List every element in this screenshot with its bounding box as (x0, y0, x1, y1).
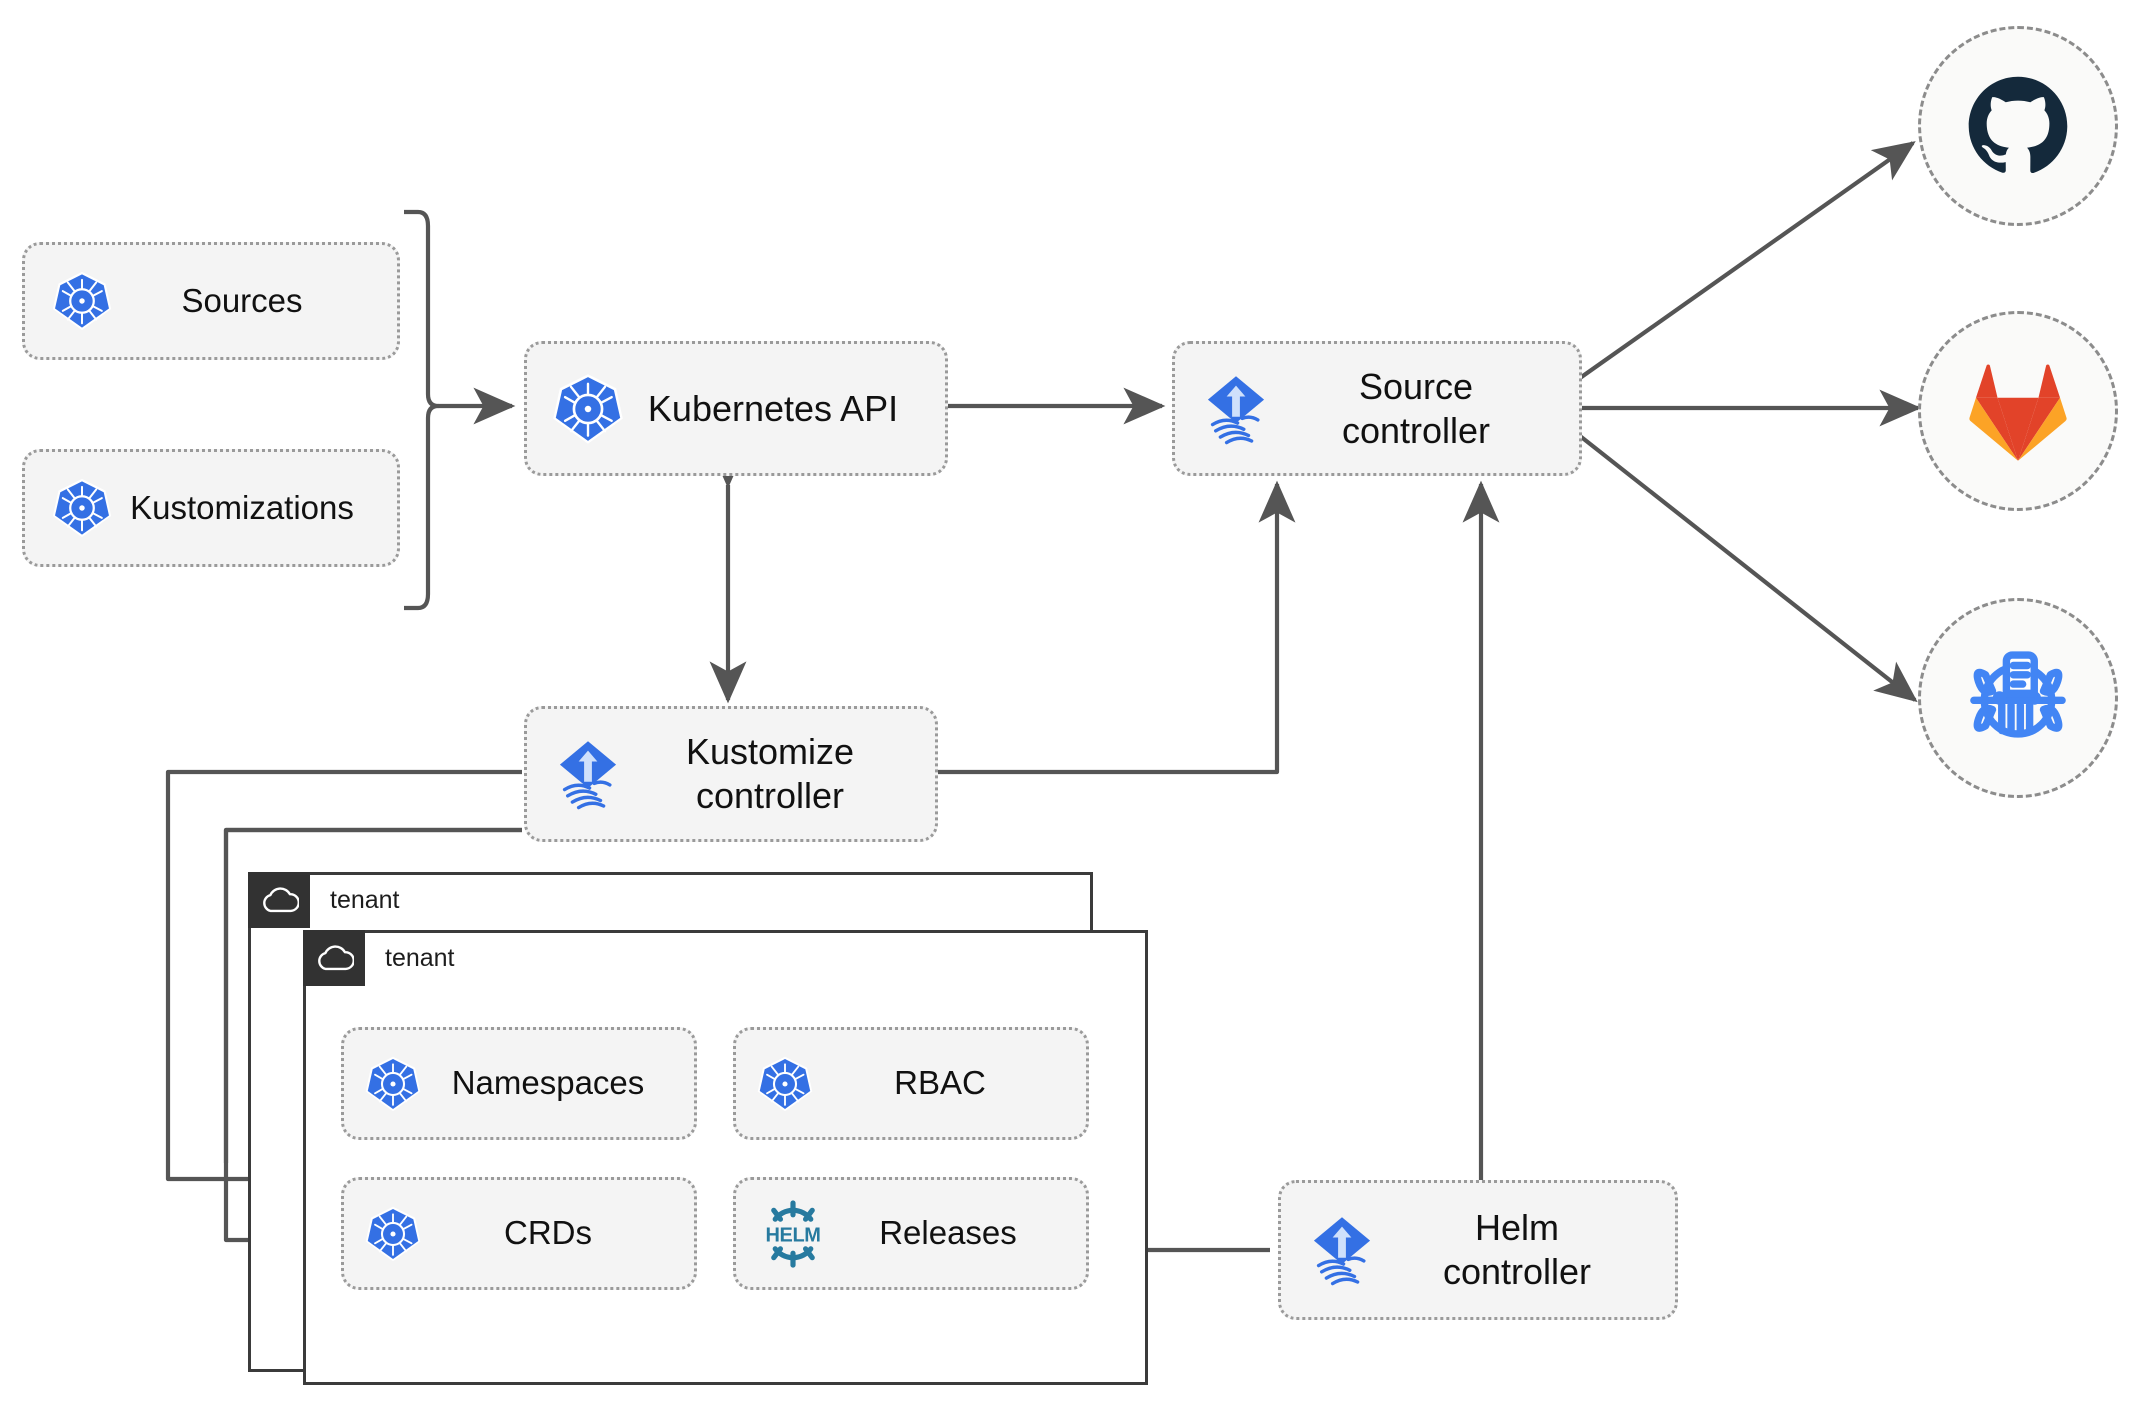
cloud-icon (303, 930, 365, 986)
node-label: Kubernetes API (647, 387, 899, 429)
tenant-resource-label: Releases (879, 1214, 1017, 1252)
tenant-resource-namespaces[interactable]: Namespaces (341, 1027, 697, 1140)
tenant-label: tenant (385, 944, 455, 972)
resource-sources[interactable]: Sources (22, 242, 400, 360)
node-label: Source controller (1341, 365, 1491, 451)
tenant-resource-rbac[interactable]: RBAC (733, 1027, 1089, 1140)
remote-source-github[interactable] (1918, 26, 2118, 226)
cloud-icon (248, 872, 310, 928)
flux-icon (1303, 1211, 1381, 1289)
resource-label: Sources (181, 281, 303, 319)
github-icon (1968, 76, 2068, 174)
node-kustomize-controller[interactable]: Kustomize controller (524, 706, 938, 842)
helm-icon: HELM (756, 1197, 830, 1271)
resource-kustomizations[interactable]: Kustomizations (22, 449, 400, 567)
tenant-titlebar: tenant (303, 930, 455, 986)
node-label: Helm controller (1442, 1207, 1592, 1292)
kubernetes-icon (51, 270, 113, 332)
resource-label: Kustomizations (130, 488, 354, 526)
tenant-resource-label: RBAC (894, 1064, 986, 1102)
remote-source-helm-repository[interactable] (1918, 598, 2118, 798)
tenant-titlebar: tenant (248, 872, 400, 928)
kubernetes-icon (51, 477, 113, 539)
node-label: Kustomize controller (685, 731, 855, 816)
svg-text:HELM: HELM (765, 1224, 820, 1246)
kubernetes-icon (364, 1205, 422, 1263)
node-kubernetes-api[interactable]: Kubernetes API (524, 341, 948, 476)
node-helm-controller[interactable]: Helm controller (1278, 1180, 1678, 1320)
kubernetes-icon (364, 1055, 422, 1113)
gitlab-icon (1969, 364, 2067, 461)
tenant-resource-label: CRDs (504, 1214, 592, 1252)
tenant-resource-crds[interactable]: CRDs (341, 1177, 697, 1290)
flux-icon (549, 735, 627, 813)
flux-icon (1197, 370, 1275, 448)
tenant-resource-label: Namespaces (451, 1064, 645, 1102)
tenant-card-front[interactable]: tenant Name (303, 930, 1148, 1385)
remote-source-gitlab[interactable] (1918, 311, 2118, 511)
kubernetes-icon (756, 1055, 814, 1113)
tenant-label: tenant (330, 886, 400, 914)
tenant-resource-releases[interactable]: HELM Releases (733, 1177, 1089, 1290)
kubernetes-icon (551, 372, 625, 446)
node-source-controller[interactable]: Source controller (1172, 341, 1582, 476)
helm-repository-icon (1970, 651, 2066, 738)
